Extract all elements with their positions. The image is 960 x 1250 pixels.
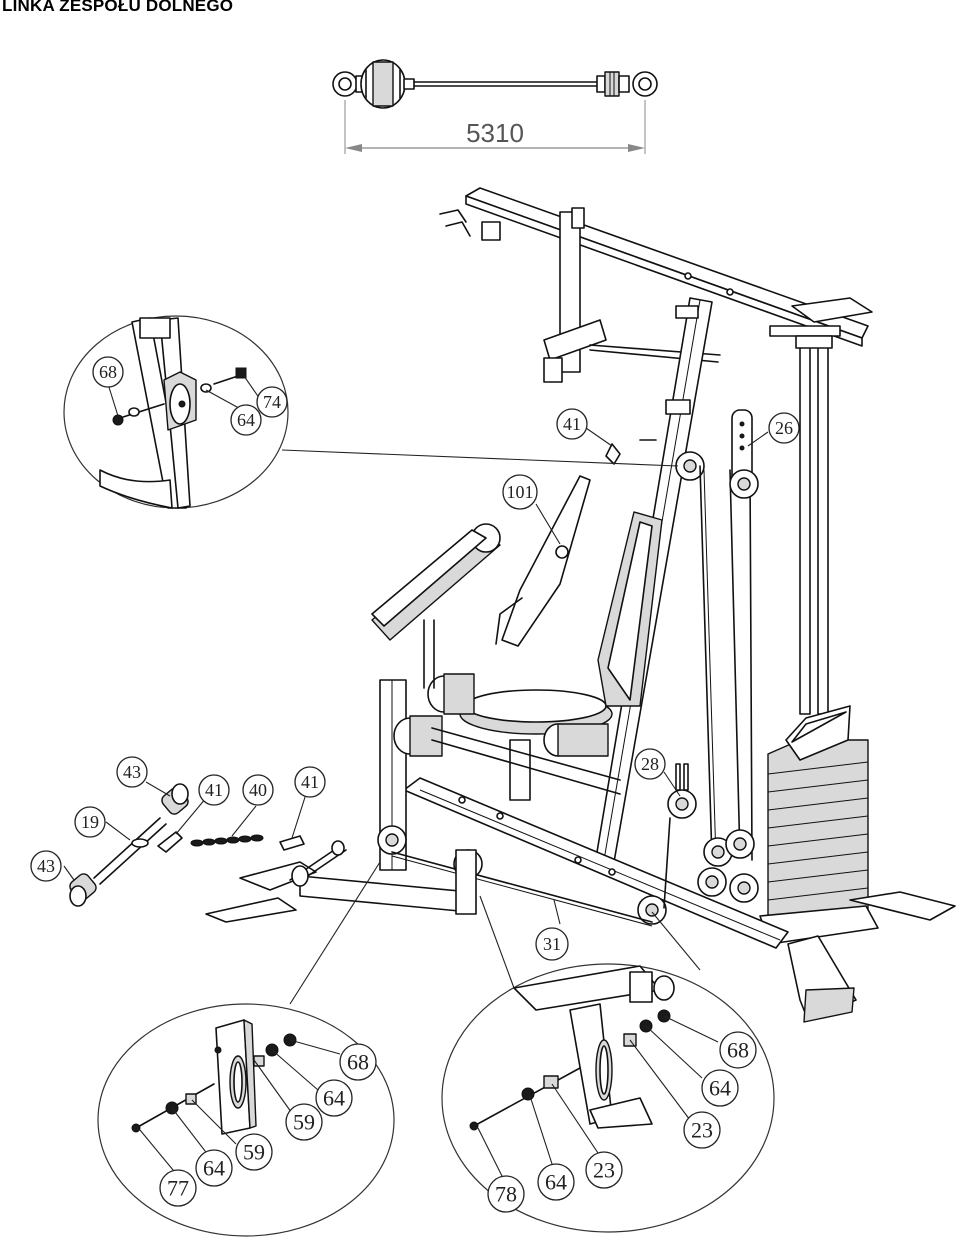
callout-31: 31: [535, 927, 569, 961]
svg-text:23: 23: [691, 1118, 713, 1143]
svg-text:28: 28: [641, 754, 659, 774]
callout-68-top: 68: [92, 356, 124, 388]
svg-text:43: 43: [37, 856, 55, 876]
svg-text:78: 78: [495, 1182, 517, 1207]
svg-text:26: 26: [775, 418, 793, 438]
callout-26: 26: [768, 412, 800, 444]
callout-59-b: 59: [235, 1133, 273, 1171]
callout-23-a: 23: [683, 1111, 721, 1149]
svg-text:101: 101: [507, 482, 534, 502]
page-title: LINKA ZESPOŁU DOLNEGO: [2, 0, 234, 15]
svg-text:19: 19: [81, 812, 99, 832]
callout-41-right: 41: [294, 766, 326, 798]
callout-64-bottom-left-b: 64: [195, 1149, 233, 1187]
callout-68-bottom-left: 68: [339, 1043, 377, 1081]
gym-machine-frame: [205, 187, 956, 1023]
callout-59-a: 59: [285, 1103, 323, 1141]
callout-64-top: 64: [230, 404, 262, 436]
callout-41-left: 41: [198, 774, 230, 806]
svg-text:64: 64: [203, 1156, 225, 1181]
callout-43-upper: 43: [116, 756, 148, 788]
svg-text:43: 43: [123, 762, 141, 782]
svg-text:64: 64: [545, 1170, 567, 1195]
detail-view-top: [63, 315, 679, 509]
detail-view-bottom-right: [441, 895, 775, 1233]
svg-text:31: 31: [543, 934, 561, 954]
callout-64-bottom-right-a: 64: [701, 1069, 739, 1107]
callout-41-top: 41: [556, 408, 588, 440]
svg-text:64: 64: [237, 410, 255, 430]
callout-101: 101: [502, 474, 538, 510]
svg-text:68: 68: [99, 362, 117, 382]
cable-part-drawing: [332, 59, 658, 109]
callout-68-bottom-right: 68: [719, 1031, 757, 1069]
callout-19: 19: [74, 806, 106, 838]
svg-text:68: 68: [727, 1038, 749, 1063]
callout-40: 40: [242, 774, 274, 806]
callout-78: 78: [487, 1175, 525, 1213]
svg-text:64: 64: [323, 1086, 345, 1111]
svg-text:68: 68: [347, 1050, 369, 1075]
dimension-line: 5310: [344, 100, 646, 154]
svg-text:59: 59: [293, 1110, 315, 1135]
callout-77: 77: [159, 1169, 197, 1207]
svg-text:41: 41: [563, 414, 581, 434]
svg-text:64: 64: [709, 1076, 731, 1101]
dimension-label: 5310: [466, 118, 524, 148]
callout-74: 74: [256, 386, 288, 418]
svg-text:74: 74: [263, 392, 281, 412]
svg-text:59: 59: [243, 1140, 265, 1165]
svg-text:23: 23: [593, 1158, 615, 1183]
callout-64-bottom-left-a: 64: [315, 1079, 353, 1117]
callout-64-bottom-right-b: 64: [537, 1163, 575, 1201]
svg-text:40: 40: [249, 780, 267, 800]
callout-43-lower: 43: [30, 850, 62, 882]
svg-text:77: 77: [167, 1176, 189, 1201]
svg-text:41: 41: [205, 780, 223, 800]
callout-28: 28: [634, 748, 666, 780]
callout-23-b: 23: [585, 1151, 623, 1189]
svg-text:41: 41: [301, 772, 319, 792]
